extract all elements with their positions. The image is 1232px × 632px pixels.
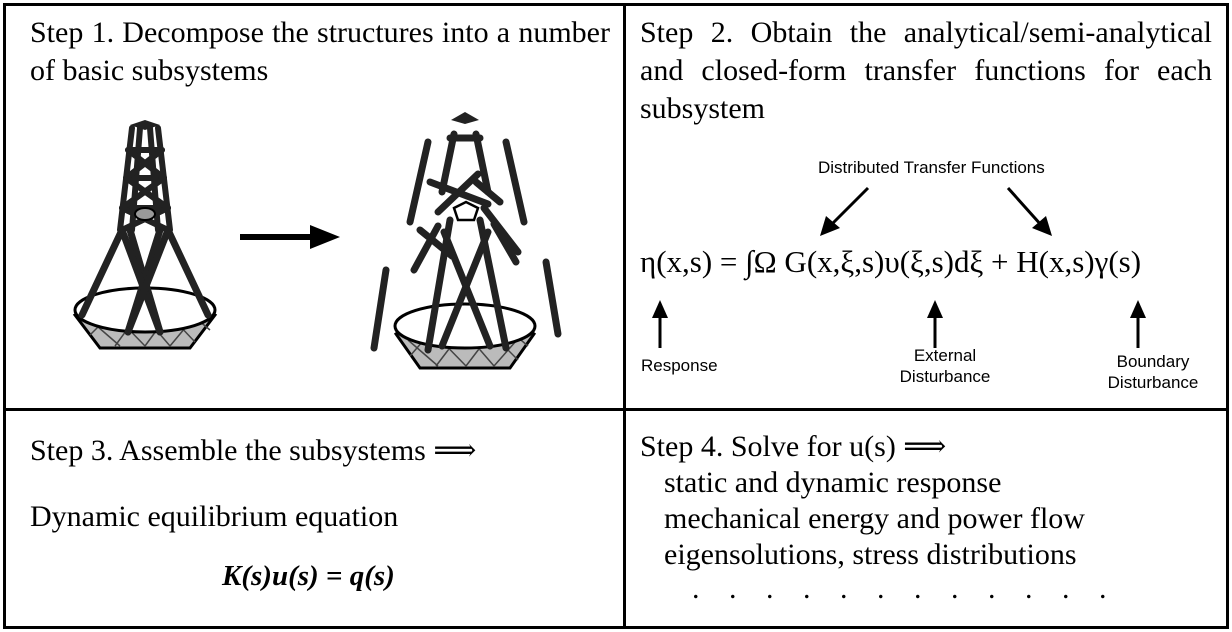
step4-item: eigensolutions, stress distributions <box>664 538 1077 571</box>
step3-title: Step 3. Assemble the subsystems ⟹ <box>30 434 477 467</box>
step2-title: Step 2. Obtain the analytical/semi-analy… <box>640 16 1212 125</box>
decomposed-tower-illustration <box>370 112 562 370</box>
disturbance-arrows <box>652 300 1146 348</box>
arrow-down-right-icon <box>1032 216 1052 236</box>
boundary-label-line1: Boundary <box>1116 352 1190 371</box>
step1-title: Step 1. Decompose the structures into a … <box>30 16 610 87</box>
vertical-divider <box>623 3 626 629</box>
boundary-label-line2: Disturbance <box>1107 373 1199 392</box>
diagram-frame <box>3 3 1229 629</box>
step4-item: static and dynamic response <box>664 466 1002 499</box>
boundary-disturbance-label: Boundary Disturbance <box>1088 351 1218 393</box>
arrow-up-icon <box>1130 300 1146 318</box>
step3-subtitle: Dynamic equilibrium equation <box>30 500 399 533</box>
external-label-line2: Disturbance <box>899 367 991 386</box>
arrow-up-icon <box>652 300 668 318</box>
step4-item: mechanical energy and power flow <box>664 502 1085 535</box>
arrow-up-icon <box>927 300 943 318</box>
horizontal-divider <box>3 408 1229 411</box>
distributed-transfer-equation: η(x,s) = ∫Ω G(x,ξ,s)υ(ξ,s)dξ + H(x,s)γ(s… <box>640 244 1142 279</box>
external-label-line1: External <box>913 346 977 365</box>
step4-title: Step 4. Solve for u(s) ⟹ <box>640 430 947 463</box>
transfer-function-arrows <box>820 186 1052 236</box>
dynamic-equilibrium-equation: K(s)u(s) = q(s) <box>222 560 395 592</box>
assembled-tower-illustration <box>72 120 218 350</box>
external-disturbance-label: External Disturbance <box>890 345 1000 387</box>
distributed-transfer-functions-label: Distributed Transfer Functions <box>818 158 1045 177</box>
step4-ellipsis: . . . . . . . . . . . . <box>692 572 1118 605</box>
arrow-down-left-icon <box>820 216 840 236</box>
decompose-arrow-icon <box>240 225 340 249</box>
response-label: Response <box>641 356 718 375</box>
